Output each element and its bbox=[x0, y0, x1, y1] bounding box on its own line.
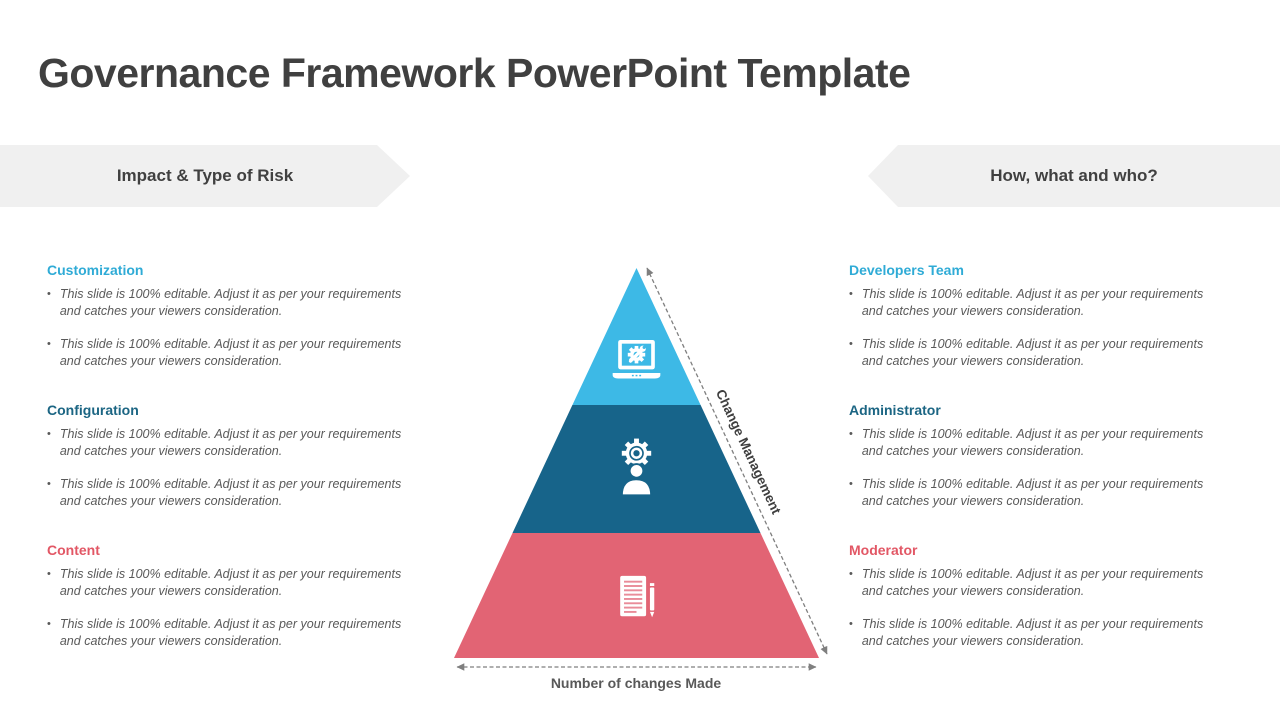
list-item: • This slide is 100% editable. Adjust it… bbox=[849, 566, 1221, 600]
banner-how-what-who: How, what and who? bbox=[868, 145, 1280, 207]
bullet-text: This slide is 100% editable. Adjust it a… bbox=[861, 427, 1204, 458]
left-column: Customization • This slide is 100% edita… bbox=[47, 257, 419, 677]
number-of-changes-label: Number of changes Made bbox=[550, 675, 722, 691]
right-column: Developers Team • This slide is 100% edi… bbox=[849, 257, 1221, 677]
list-item: • This slide is 100% editable. Adjust it… bbox=[849, 426, 1221, 460]
list-item: • This slide is 100% editable. Adjust it… bbox=[47, 566, 419, 600]
section-developers-team: Developers Team • This slide is 100% edi… bbox=[849, 257, 1221, 397]
bullet-text: This slide is 100% editable. Adjust it a… bbox=[861, 337, 1204, 368]
bullet-icon: • bbox=[47, 568, 51, 580]
list-item: • This slide is 100% editable. Adjust it… bbox=[849, 616, 1221, 650]
list-item: • This slide is 100% editable. Adjust it… bbox=[47, 336, 419, 370]
pyramid-diagram bbox=[454, 268, 819, 658]
list-item: • This slide is 100% editable. Adjust it… bbox=[47, 476, 419, 510]
list-item: • This slide is 100% editable. Adjust it… bbox=[849, 476, 1221, 510]
bullet-text: This slide is 100% editable. Adjust it a… bbox=[59, 337, 402, 368]
bullet-icon: • bbox=[849, 478, 853, 490]
bullet-icon: • bbox=[849, 428, 853, 440]
banner-right-label: How, what and who? bbox=[990, 166, 1158, 185]
bullet-text: This slide is 100% editable. Adjust it a… bbox=[861, 567, 1204, 598]
page-title: Governance Framework PowerPoint Template bbox=[38, 50, 911, 96]
section-customization: Customization • This slide is 100% edita… bbox=[47, 257, 419, 397]
section-heading: Developers Team bbox=[849, 262, 964, 278]
bullet-icon: • bbox=[47, 288, 51, 300]
bullet-icon: • bbox=[47, 428, 51, 440]
list-item: • This slide is 100% editable. Adjust it… bbox=[47, 426, 419, 460]
bullet-text: This slide is 100% editable. Adjust it a… bbox=[59, 427, 402, 458]
bullet-text: This slide is 100% editable. Adjust it a… bbox=[861, 287, 1204, 318]
bullet-text: This slide is 100% editable. Adjust it a… bbox=[861, 617, 1204, 648]
bullet-text: This slide is 100% editable. Adjust it a… bbox=[861, 477, 1204, 508]
bullet-text: This slide is 100% editable. Adjust it a… bbox=[59, 567, 402, 598]
bullet-text: This slide is 100% editable. Adjust it a… bbox=[59, 287, 402, 318]
section-heading: Moderator bbox=[849, 542, 918, 558]
section-configuration: Configuration • This slide is 100% edita… bbox=[47, 397, 419, 537]
section-moderator: Moderator • This slide is 100% editable.… bbox=[849, 537, 1221, 677]
section-heading: Configuration bbox=[47, 402, 139, 418]
document-pencil-icon bbox=[620, 575, 655, 618]
list-item: • This slide is 100% editable. Adjust it… bbox=[47, 286, 419, 320]
bullet-text: This slide is 100% editable. Adjust it a… bbox=[59, 477, 402, 508]
admin-gear-person-icon bbox=[620, 438, 653, 496]
section-heading: Customization bbox=[47, 262, 144, 278]
section-administrator: Administrator • This slide is 100% edita… bbox=[849, 397, 1221, 537]
bullet-icon: • bbox=[47, 618, 51, 630]
list-item: • This slide is 100% editable. Adjust it… bbox=[849, 336, 1221, 370]
banner-left-label: Impact & Type of Risk bbox=[116, 166, 294, 185]
bullet-icon: • bbox=[47, 478, 51, 490]
bullet-icon: • bbox=[849, 618, 853, 630]
bullet-text: This slide is 100% editable. Adjust it a… bbox=[59, 617, 402, 648]
section-heading: Administrator bbox=[849, 402, 941, 418]
section-heading: Content bbox=[47, 542, 100, 558]
bullet-icon: • bbox=[849, 288, 853, 300]
list-item: • This slide is 100% editable. Adjust it… bbox=[47, 616, 419, 650]
bullet-icon: • bbox=[849, 338, 853, 350]
bullet-icon: • bbox=[47, 338, 51, 350]
laptop-settings-icon bbox=[612, 340, 661, 379]
bullet-icon: • bbox=[849, 568, 853, 580]
banner-impact-type-of-risk: Impact & Type of Risk bbox=[0, 145, 410, 207]
list-item: • This slide is 100% editable. Adjust it… bbox=[849, 286, 1221, 320]
section-content: Content • This slide is 100% editable. A… bbox=[47, 537, 419, 677]
